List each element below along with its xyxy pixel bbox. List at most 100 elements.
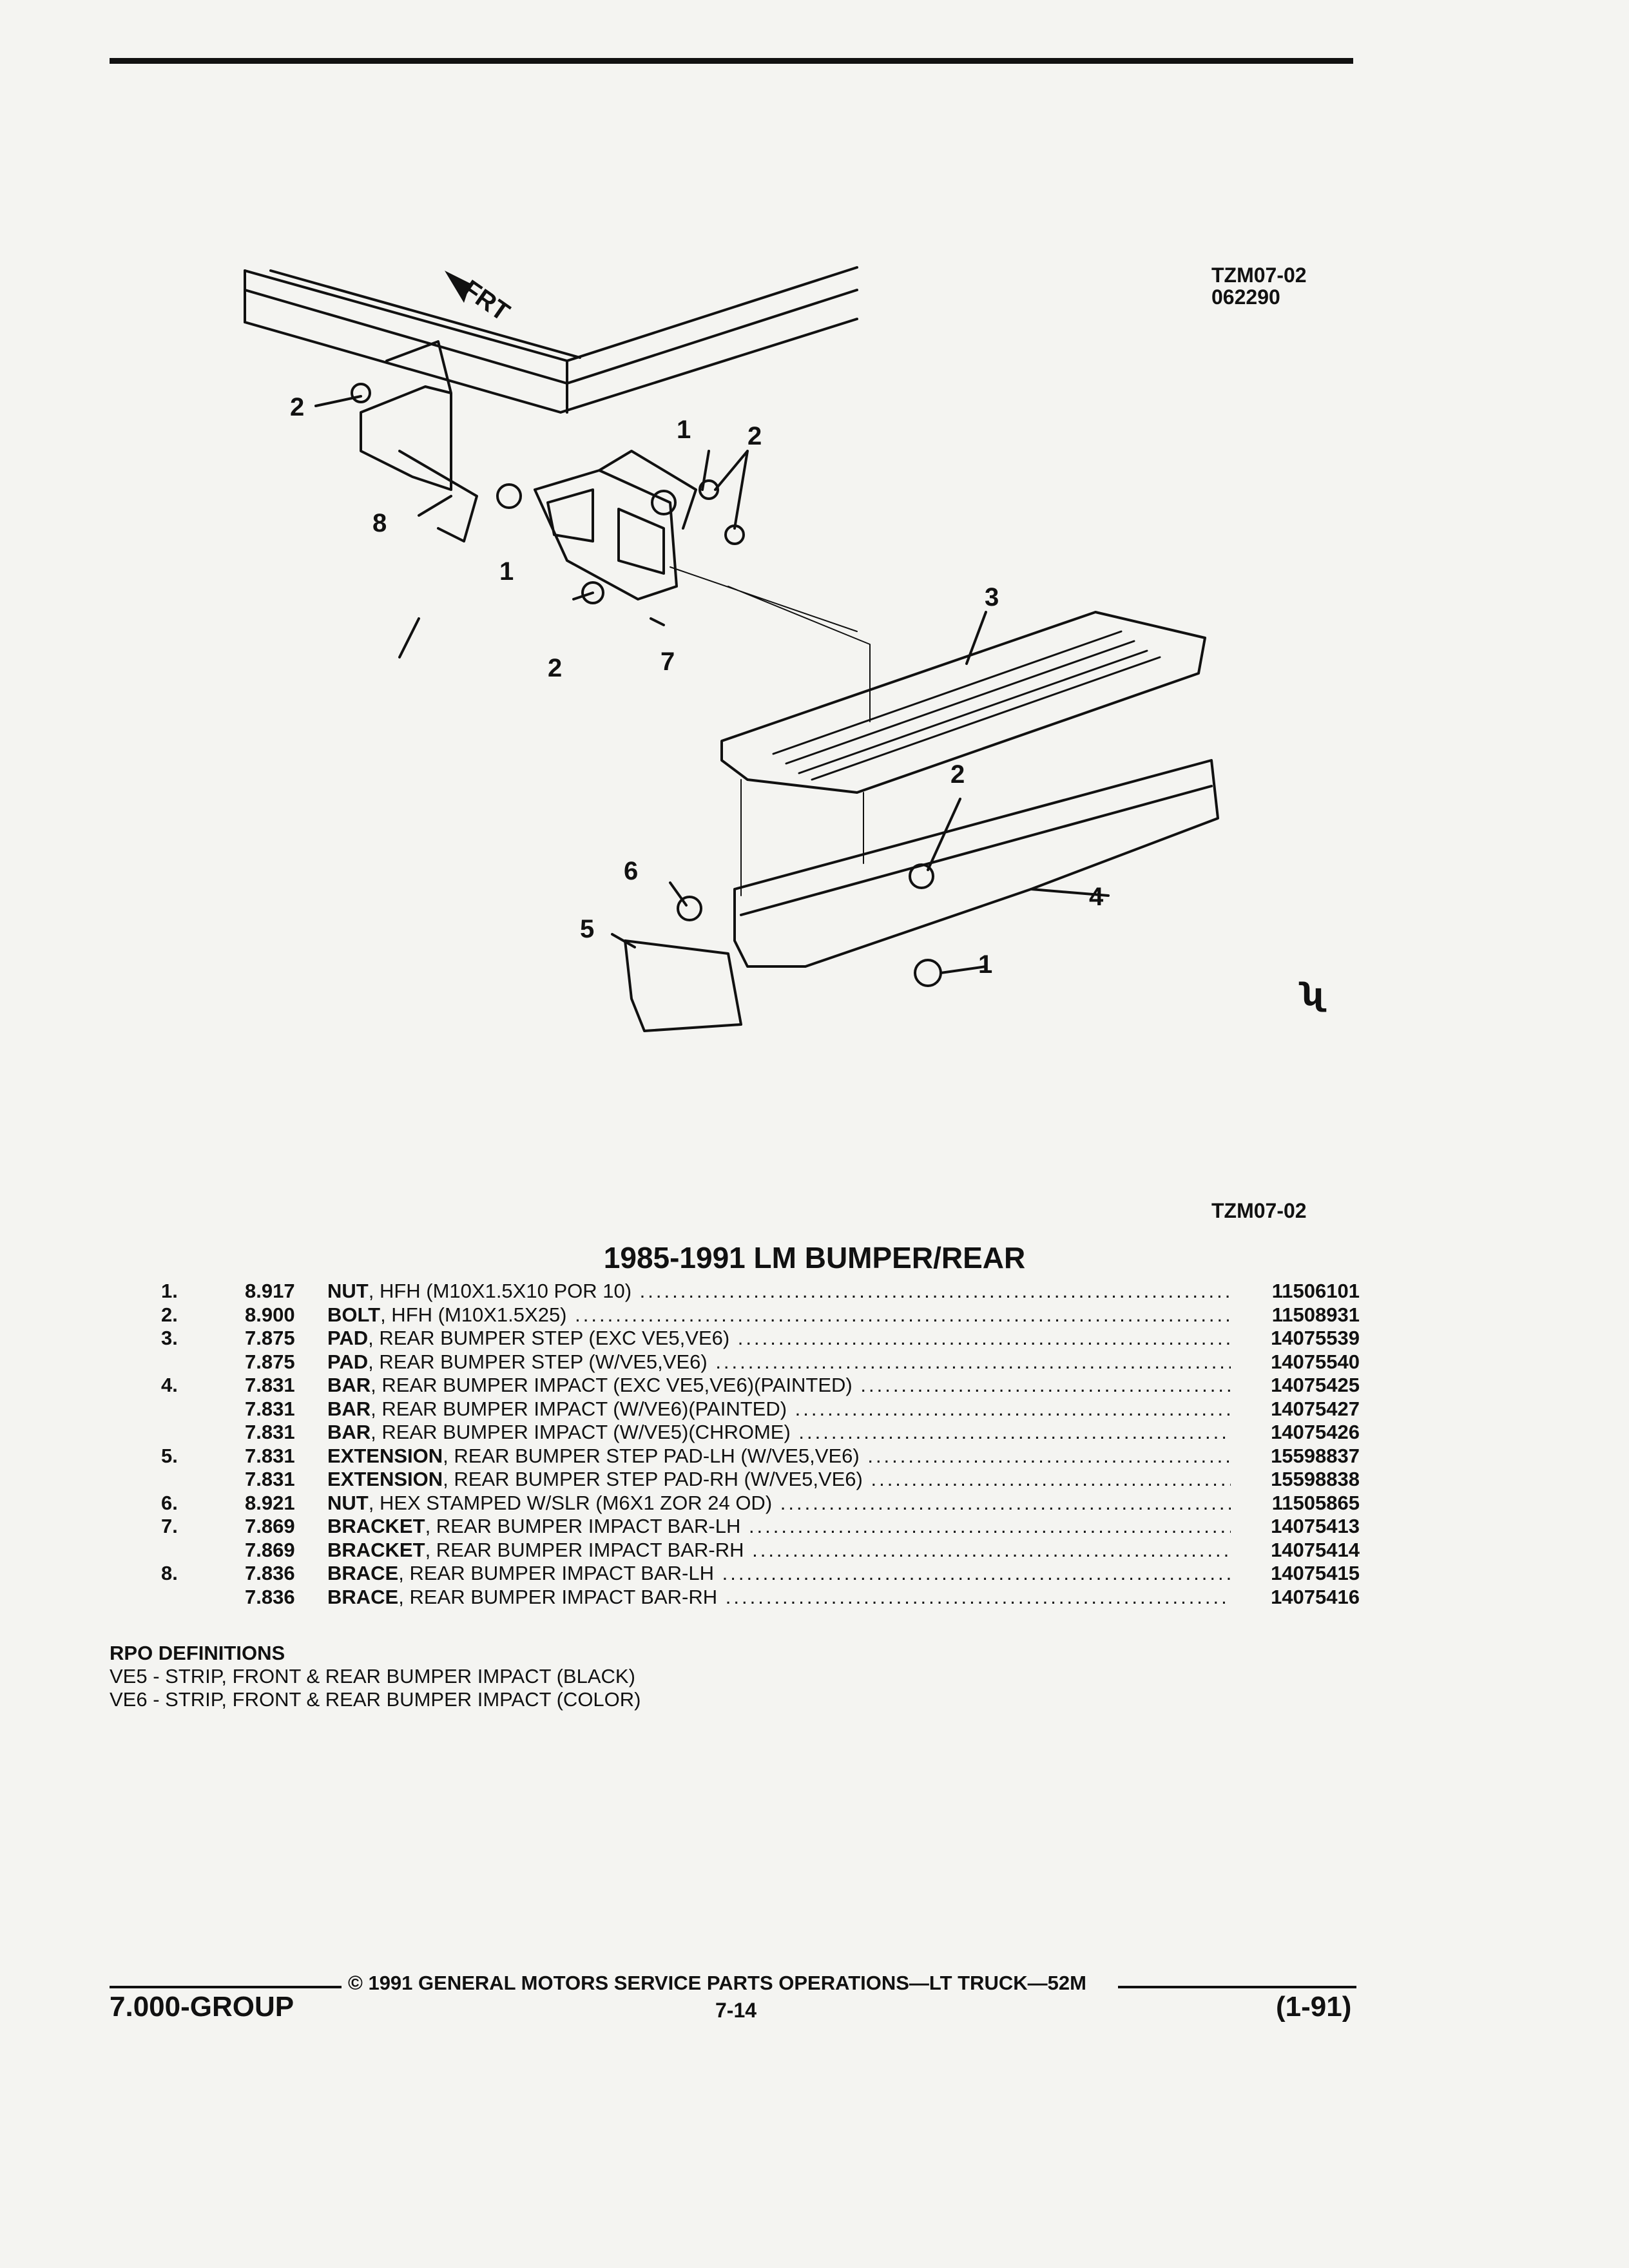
callout-5: 5 — [580, 915, 594, 943]
part-row: 3. 7.875 PAD, REAR BUMPER STEP (EXC VE5,VE… — [161, 1327, 1360, 1350]
rpo-line: VE6 - STRIP, FRONT & REAR BUMPER IMPACT … — [110, 1688, 641, 1711]
part-detail: , REAR BUMPER IMPACT (EXC VE5,VE6)(PAINT… — [371, 1374, 853, 1396]
group-number: 7.836 — [245, 1562, 295, 1584]
part-row: 7.875 PAD, REAR BUMPER STEP (W/VE5,VE6) .… — [161, 1350, 1360, 1374]
group-number: 7.875 — [245, 1350, 295, 1373]
part-row: 7.831 EXTENSION, REAR BUMPER STEP PAD-RH … — [161, 1468, 1360, 1492]
leader-dots: ........................................… — [780, 1491, 1231, 1514]
part-name: BRACKET — [327, 1538, 425, 1561]
revision-date: (1-91) — [1276, 1991, 1352, 2023]
part-description: NUT, HFH (M10X1.5X10 POR 10) ...........… — [327, 1280, 1231, 1303]
callout-2: 2 — [747, 422, 762, 450]
part-description: EXTENSION, REAR BUMPER STEP PAD-RH (W/VE… — [327, 1468, 1231, 1491]
part-detail: , REAR BUMPER STEP (W/VE5,VE6) — [368, 1350, 708, 1373]
part-description: PAD, REAR BUMPER STEP (EXC VE5,VE6) ....… — [327, 1327, 1231, 1350]
callout-7: 7 — [660, 648, 675, 676]
frame-rail — [244, 266, 858, 414]
part-number: 11505865 — [1271, 1491, 1360, 1514]
part-detail: , REAR BUMPER IMPACT BAR-LH — [425, 1515, 741, 1537]
part-number: 14075540 — [1271, 1350, 1360, 1373]
part-description: PAD, REAR BUMPER STEP (W/VE5,VE6) ......… — [327, 1350, 1231, 1374]
group-number: 7.869 — [245, 1515, 295, 1537]
part-number: 11506101 — [1271, 1280, 1360, 1302]
leader-dots: ........................................… — [575, 1303, 1231, 1326]
group-number: 7.869 — [245, 1538, 295, 1561]
part-number: 11508931 — [1271, 1303, 1360, 1326]
callout-6: 6 — [624, 857, 638, 885]
part-description: NUT, HEX STAMPED W/SLR (M6X1 ZOR 24 OD) … — [327, 1492, 1231, 1515]
leader-dots: ........................................… — [748, 1515, 1231, 1537]
part-number: 14075416 — [1271, 1585, 1360, 1608]
top-rule — [110, 58, 1353, 64]
group-number: 7.831 — [245, 1374, 295, 1396]
callout-1: 1 — [978, 950, 992, 979]
part-detail: , HFH (M10X1.5X10 POR 10) — [368, 1280, 632, 1302]
part-detail: , HEX STAMPED W/SLR (M6X1 ZOR 24 OD) — [368, 1491, 773, 1514]
part-name: PAD — [327, 1350, 369, 1373]
front-arrow-icon — [445, 271, 470, 303]
copyright-line: © 1991 GENERAL MOTORS SERVICE PARTS OPER… — [348, 1972, 1086, 1994]
callout-2: 2 — [950, 760, 965, 789]
part-description: BAR, REAR BUMPER IMPACT (W/VE5)(CHROME) … — [327, 1421, 1231, 1444]
leader-dots: ........................................… — [722, 1562, 1231, 1584]
group-number: 7.831 — [245, 1468, 295, 1490]
part-row: 7. 7.869 BRACKET, REAR BUMPER IMPACT BAR-L… — [161, 1515, 1360, 1539]
part-number: 14075427 — [1271, 1397, 1360, 1420]
part-index: 7. — [161, 1515, 178, 1537]
illustration-code: TZM07-02 062290 — [1211, 264, 1307, 308]
extension — [624, 939, 742, 1032]
group-number: 8.900 — [245, 1303, 295, 1326]
part-detail: , REAR BUMPER STEP PAD-RH (W/VE5,VE6) — [443, 1468, 863, 1490]
part-name: BOLT — [327, 1303, 381, 1326]
illustration-code-bottom: TZM07-02 — [1211, 1199, 1307, 1222]
part-description: BAR, REAR BUMPER IMPACT (W/VE6)(PAINTED)… — [327, 1398, 1231, 1421]
leader-dots: ........................................… — [715, 1350, 1231, 1373]
group-number: 7.875 — [245, 1327, 295, 1349]
illustration-code-text: TZM07-02 — [1211, 264, 1307, 287]
group-number: 7.831 — [245, 1444, 295, 1467]
callout-4: 4 — [1089, 883, 1104, 911]
part-detail: , REAR BUMPER IMPACT BAR-RH — [398, 1585, 718, 1608]
leader-dots: ........................................… — [860, 1374, 1231, 1396]
callout-1: 1 — [677, 416, 691, 444]
part-index: 8. — [161, 1562, 178, 1584]
part-detail: , REAR BUMPER IMPACT (W/VE5)(CHROME) — [371, 1421, 791, 1443]
callout-2: 2 — [548, 654, 562, 682]
part-number: 14075415 — [1271, 1562, 1360, 1584]
part-name: NUT — [327, 1491, 369, 1514]
part-description: BRACE, REAR BUMPER IMPACT BAR-RH .......… — [327, 1586, 1231, 1609]
rpo-definitions: RPO DEFINITIONS VE5 - STRIP, FRONT & REA… — [110, 1642, 641, 1711]
part-number: 15598837 — [1271, 1444, 1360, 1467]
leader-dots: ........................................… — [871, 1468, 1231, 1490]
part-name: BAR — [327, 1374, 371, 1396]
step-pad — [720, 611, 1206, 794]
part-description: BOLT, HFH (M10X1.5X25) .................… — [327, 1303, 1231, 1327]
brace-lh — [360, 340, 478, 543]
part-description: BRACKET, REAR BUMPER IMPACT BAR-LH .....… — [327, 1515, 1231, 1538]
callout-2: 2 — [290, 393, 304, 421]
footer-rule — [1118, 1986, 1356, 1988]
crossmember — [244, 269, 568, 414]
part-index: 6. — [161, 1491, 178, 1514]
leader-dots: ........................................… — [795, 1397, 1231, 1420]
part-description: BAR, REAR BUMPER IMPACT (EXC VE5,VE6)(PA… — [327, 1374, 1231, 1397]
rpo-line: VE5 - STRIP, FRONT & REAR BUMPER IMPACT … — [110, 1665, 635, 1687]
part-number: 14075426 — [1271, 1421, 1360, 1443]
group-label: 7.000-GROUP — [110, 1991, 294, 2023]
corner-mark-icon: ʯ — [1298, 977, 1327, 1013]
bracket — [534, 450, 697, 601]
part-description: EXTENSION, REAR BUMPER STEP PAD-LH (W/VE… — [327, 1445, 1231, 1468]
part-number: 14075413 — [1271, 1515, 1360, 1537]
part-name: BRACE — [327, 1585, 399, 1608]
part-index: 3. — [161, 1327, 178, 1349]
part-name: EXTENSION — [327, 1444, 443, 1467]
callout-3: 3 — [985, 583, 999, 611]
